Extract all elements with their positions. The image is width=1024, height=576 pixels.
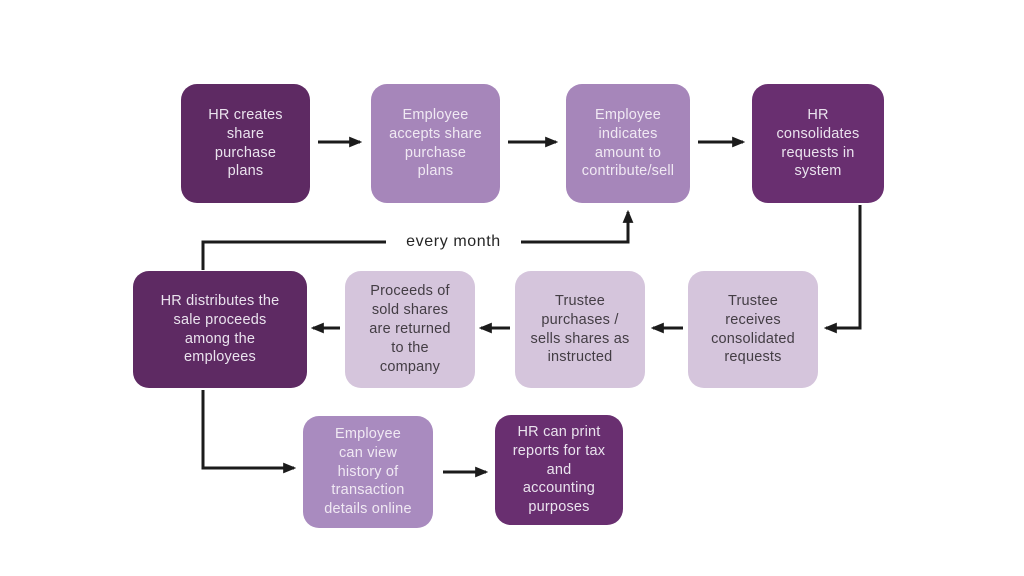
node-label: Proceeds of sold shares are returned to … (369, 283, 451, 375)
node-label: Trustee purchases / sells shares as inst… (530, 292, 630, 366)
node-label: Trustee receives consolidated requests (711, 292, 795, 366)
node-hr-distributes-sale-proceeds: HR distributes the sale proceeds among t… (133, 271, 307, 388)
node-hr-print-reports: HR can print reports for tax and account… (495, 415, 623, 525)
node-label: Employee indicates amount to contribute/… (581, 106, 675, 180)
node-label: HR creates share purchase plans (208, 106, 283, 180)
node-employee-indicates-amount: Employee indicates amount to contribute/… (566, 84, 690, 203)
node-hr-consolidates-requests: HR consolidates requests in system (752, 84, 884, 203)
arrow-consolidates-to-receives (823, 205, 862, 334)
node-proceeds-returned-to-company: Proceeds of sold shares are returned to … (345, 271, 475, 388)
node-label: HR can print reports for tax and account… (512, 423, 606, 516)
node-trustee-purchases-sells-shares: Trustee purchases / sells shares as inst… (515, 271, 645, 388)
node-employee-view-transaction-history: Employee can view history of transaction… (303, 416, 433, 528)
every-month-label: every month (406, 233, 501, 250)
node-label: Employee can view history of transaction… (324, 425, 412, 518)
node-hr-creates-share-purchase-plans: HR creates share purchase plans (181, 84, 310, 203)
node-label: HR distributes the sale proceeds among t… (160, 292, 280, 366)
arrow-every-month-right-segment (521, 209, 634, 244)
node-employee-accepts-plans: Employee accepts share purchase plans (371, 84, 500, 203)
node-label: HR consolidates requests in system (776, 106, 860, 180)
node-trustee-receives-requests: Trustee receives consolidated requests (688, 271, 818, 388)
arrow-distributes-to-view (201, 390, 297, 474)
arrow-every-month-left-segment (201, 240, 386, 270)
node-label: Employee accepts share purchase plans (389, 106, 482, 180)
